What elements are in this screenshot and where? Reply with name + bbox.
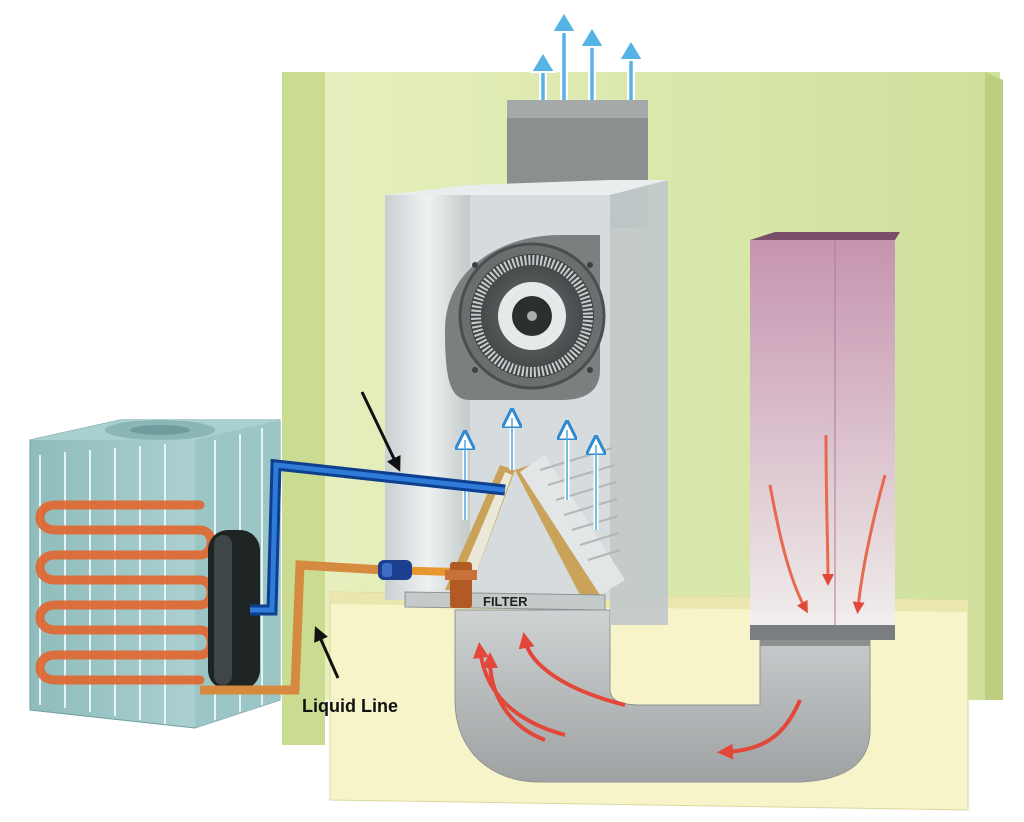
return-air-box: [750, 232, 900, 640]
condenser-unit: [29, 419, 281, 729]
suction-line-pipe: [250, 458, 506, 616]
pointer-arrows: [314, 391, 401, 679]
return-air-arrows: [768, 434, 887, 614]
expansion-valve-icon: [445, 562, 477, 608]
filter: FILTER: [404, 591, 606, 611]
liquid-line-label: Liquid Line: [302, 696, 398, 716]
evaporator-coil: [445, 447, 625, 595]
filter-drier-icon: [378, 560, 412, 580]
duct-air-arrows: [473, 632, 802, 760]
filter-label: FILTER: [483, 594, 528, 609]
supply-air-arrows-outline: [464, 418, 597, 530]
outlet-air-arrows: [529, 10, 645, 100]
blower-fan-icon: [458, 242, 606, 390]
